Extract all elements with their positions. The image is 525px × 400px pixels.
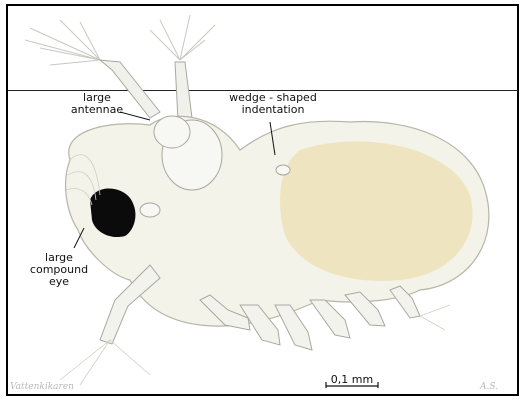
watermark-left: Vattenkikaren [10, 382, 74, 392]
scale-bar-label: 0,1 mm [322, 373, 382, 386]
antenna-bristles [25, 15, 215, 65]
watermark-right: A.S. [480, 382, 498, 392]
label-wedge-shaped-indentation: wedge - shaped indentation [218, 92, 328, 116]
label-large-antennae: large antennae [62, 92, 132, 116]
label-large-compound-eye: large compound eye [28, 252, 90, 288]
